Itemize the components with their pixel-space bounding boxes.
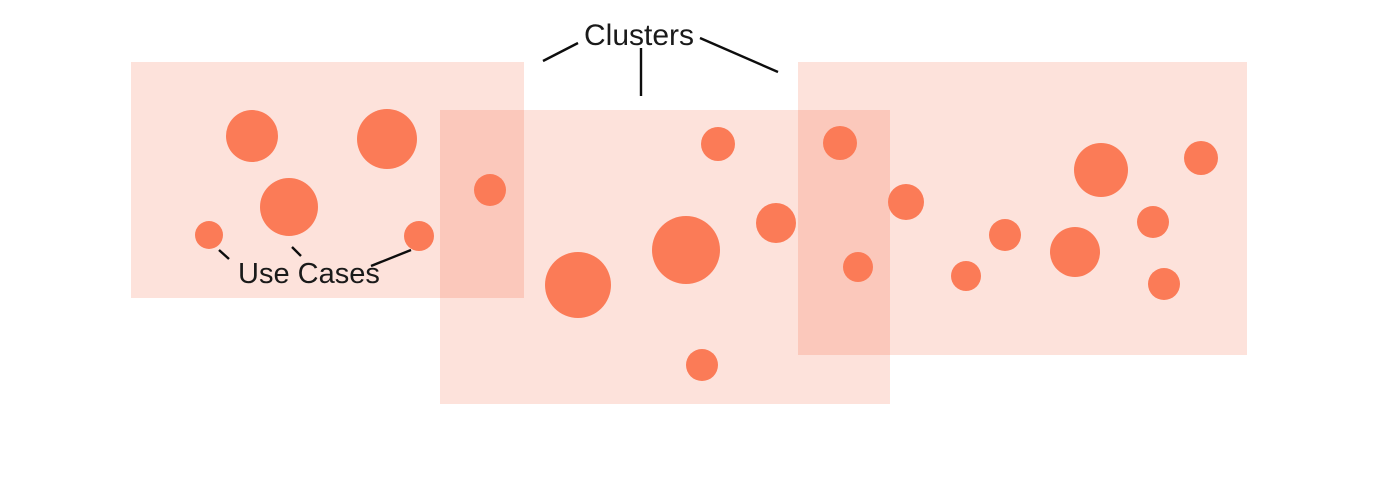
use-case-bubble: [195, 221, 223, 249]
use-case-bubble: [1050, 227, 1100, 277]
leader-lines: [218, 36, 779, 268]
use-case-bubble: [888, 184, 924, 220]
use-case-bubbles: [195, 109, 1218, 381]
use-case-bubble: [260, 178, 318, 236]
leader-line-use-cases: [291, 246, 302, 257]
use-case-bubble: [652, 216, 720, 284]
use-case-bubble: [474, 174, 506, 206]
use-case-bubble: [951, 261, 981, 291]
use-case-bubble: [686, 349, 718, 381]
label-use-cases: Use Cases: [238, 258, 380, 290]
use-case-bubble: [843, 252, 873, 282]
use-case-bubble: [989, 219, 1021, 251]
use-case-bubble: [357, 109, 417, 169]
use-case-bubble: [1074, 143, 1128, 197]
overlap-left-middle: [440, 110, 524, 298]
use-case-bubble: [545, 252, 611, 318]
use-case-bubble: [756, 203, 796, 243]
use-case-bubble: [823, 126, 857, 160]
label-clusters: Clusters: [584, 19, 694, 52]
leader-line-use-cases: [370, 248, 412, 268]
leader-line-clusters: [699, 36, 779, 74]
use-case-bubble: [701, 127, 735, 161]
leader-line-use-cases: [218, 249, 230, 260]
use-case-bubble: [404, 221, 434, 251]
use-case-bubble: [1137, 206, 1169, 238]
use-case-bubble: [1184, 141, 1218, 175]
use-case-bubble: [226, 110, 278, 162]
leader-line-clusters: [542, 41, 579, 63]
use-case-bubble: [1148, 268, 1180, 300]
